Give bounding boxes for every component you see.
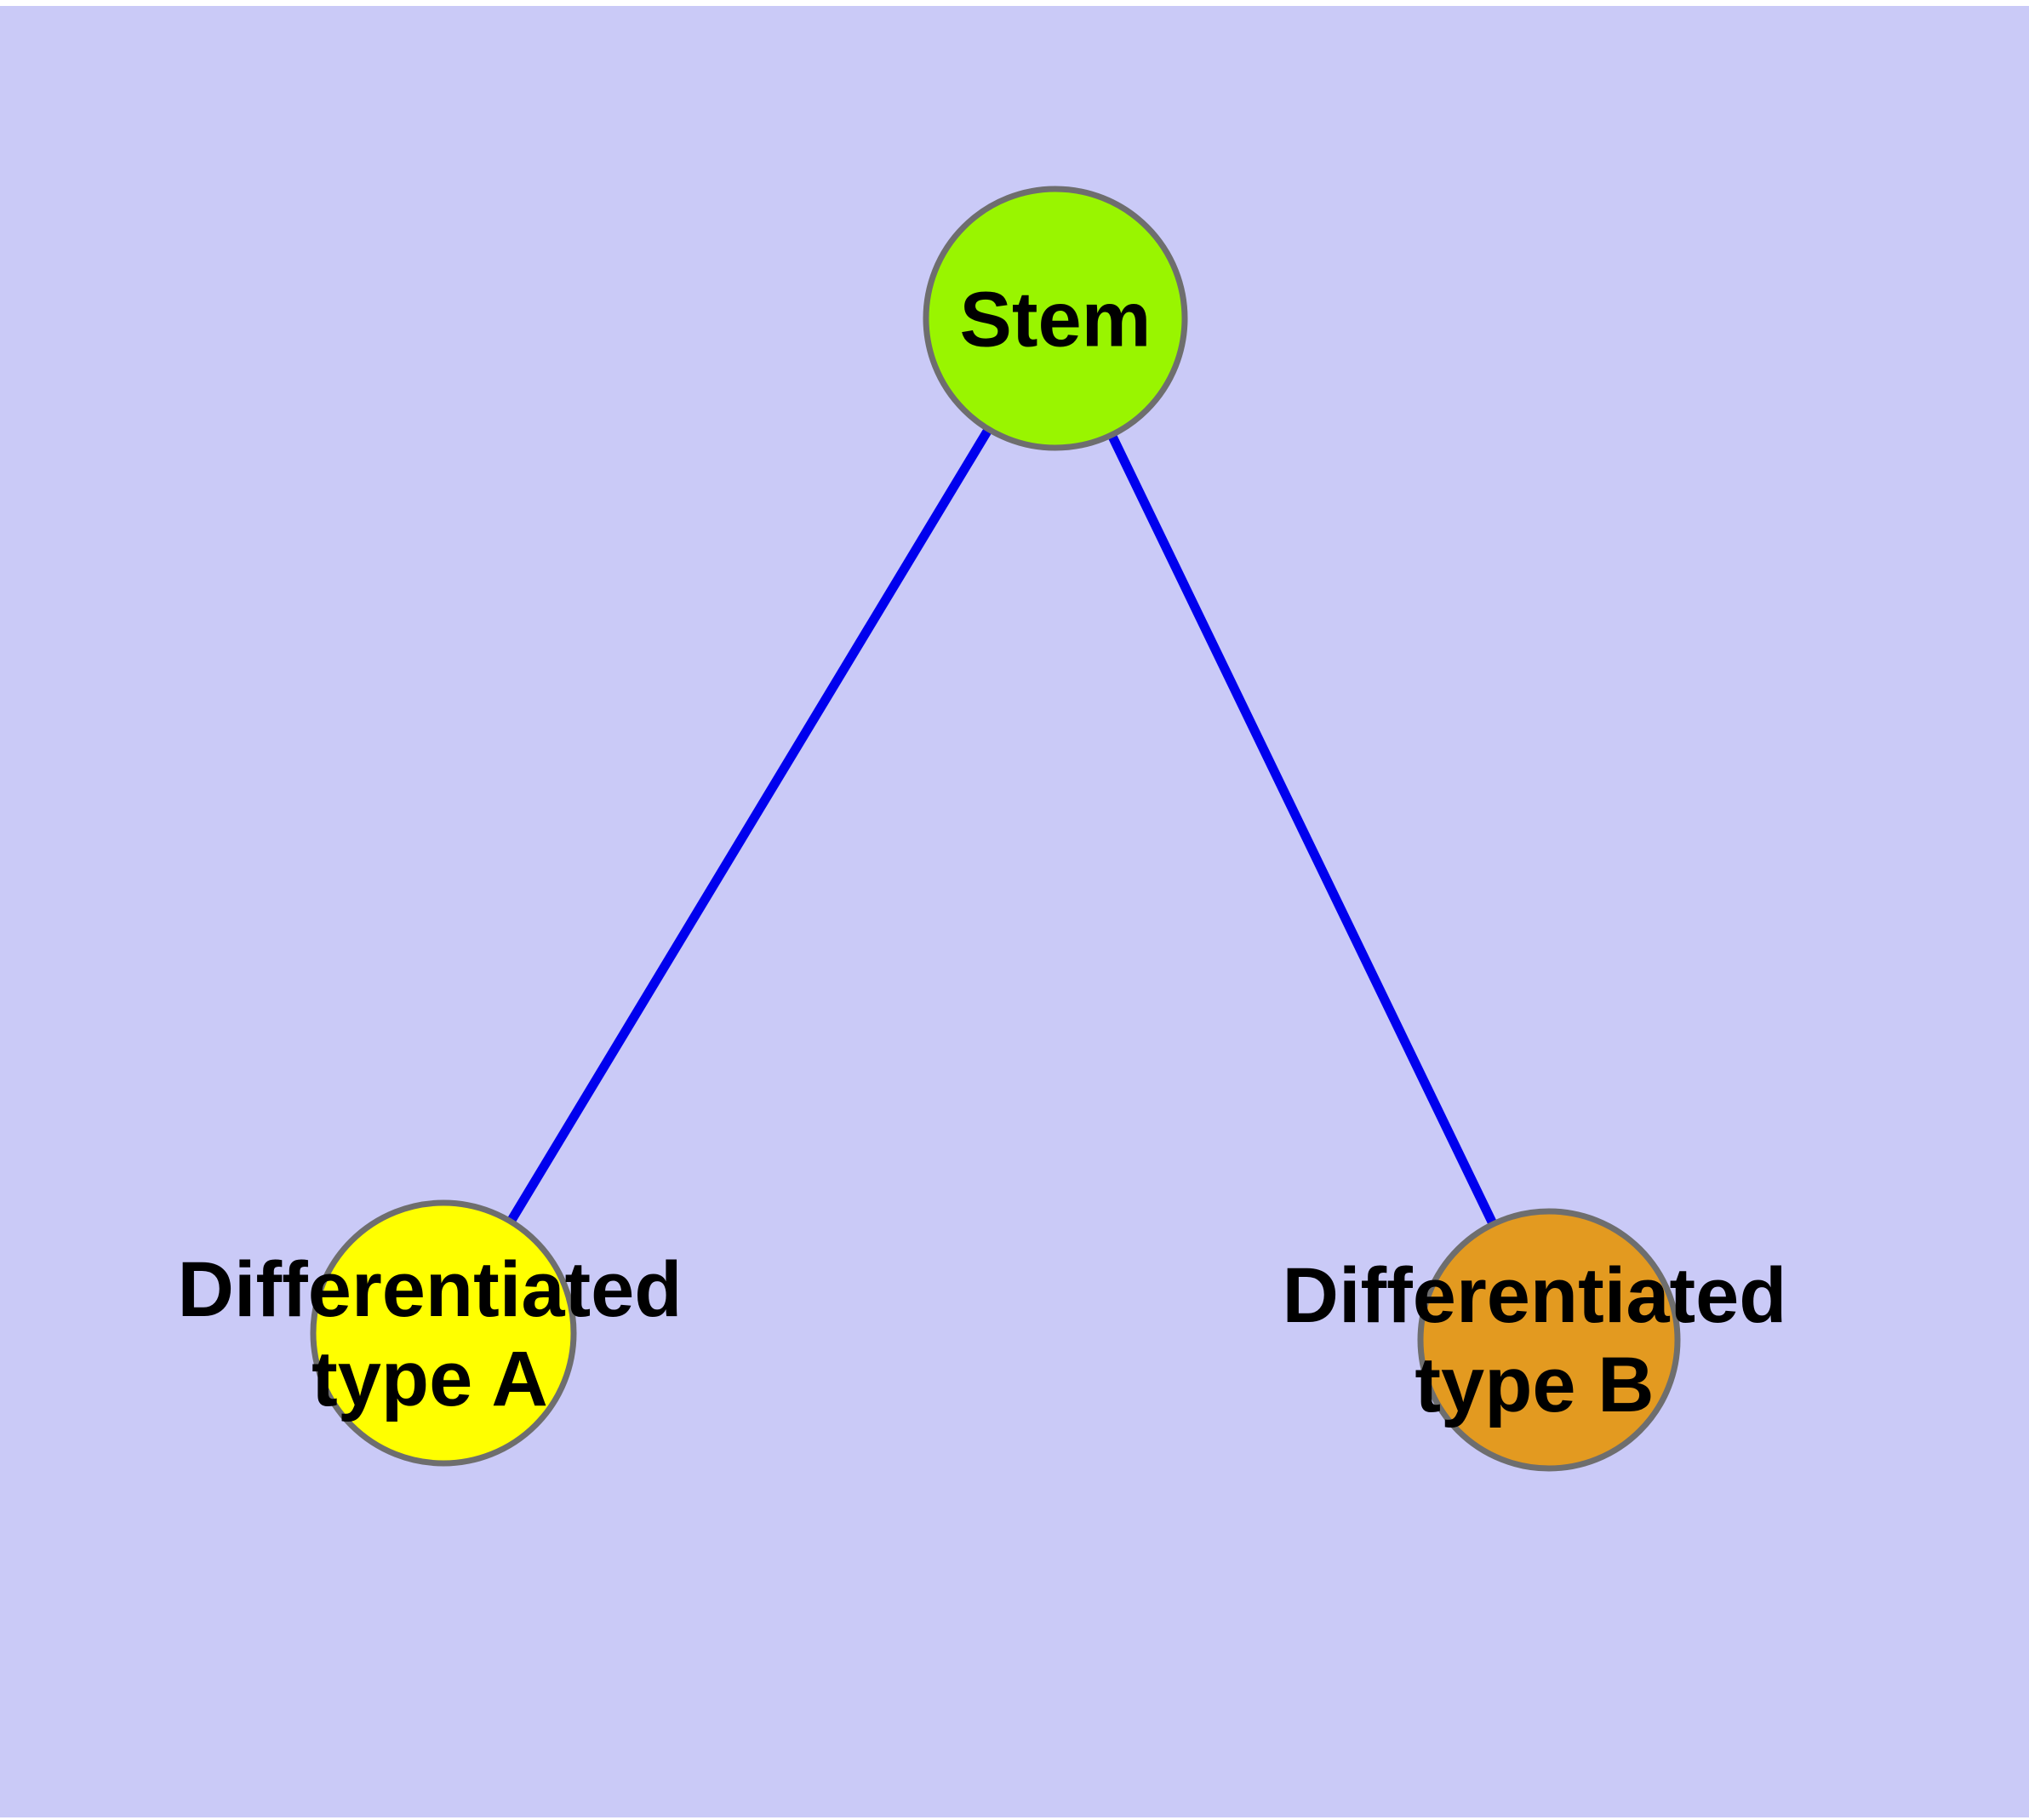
node-type-a-circle bbox=[310, 1199, 577, 1467]
edge-stem-to-type-b bbox=[1051, 316, 1553, 1342]
edge-stem-to-type-a bbox=[439, 316, 1060, 1336]
node-stem-circle bbox=[923, 186, 1188, 451]
node-type-b-circle bbox=[1417, 1208, 1681, 1472]
